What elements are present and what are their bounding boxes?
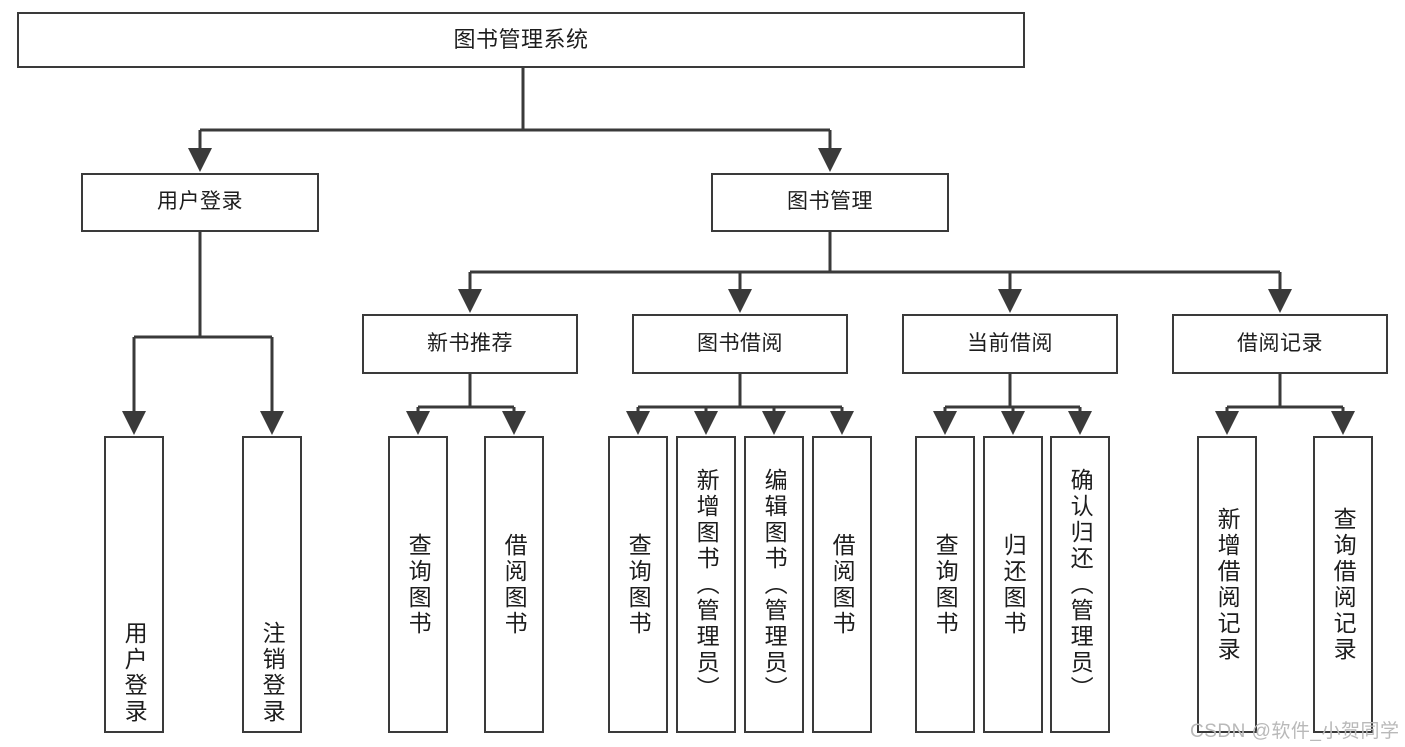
leaf-borrow-book-1-label: 借阅图书: [501, 532, 528, 637]
leaf-add-book-label: 新增图书（管理员）: [693, 467, 720, 702]
node-current-borrow[interactable]: 当前借阅: [902, 314, 1118, 374]
leaf-return-book-label: 归还图书: [1000, 532, 1027, 637]
node-book-borrow[interactable]: 图书借阅: [632, 314, 848, 374]
leaf-query-record[interactable]: 查询借阅记录: [1313, 436, 1373, 733]
node-book-borrow-label: 图书借阅: [697, 331, 783, 355]
node-user-login[interactable]: 用户登录: [81, 173, 319, 232]
leaf-edit-book[interactable]: 编辑图书（管理员）: [744, 436, 804, 733]
leaf-query-book-2-label: 查询图书: [625, 532, 652, 637]
node-user-login-label: 用户登录: [157, 190, 243, 214]
leaf-borrow-book-1[interactable]: 借阅图书: [484, 436, 544, 733]
node-book-manage[interactable]: 图书管理: [711, 173, 949, 232]
leaf-user-login-label: 用户登录: [121, 621, 148, 725]
csdn-watermark: CSDN @软件_小贺同学: [1190, 721, 1400, 742]
leaf-query-record-label: 查询借阅记录: [1330, 506, 1357, 663]
leaf-borrow-book-2[interactable]: 借阅图书: [812, 436, 872, 733]
leaf-user-login[interactable]: 用户登录: [104, 436, 164, 733]
node-new-book-rec[interactable]: 新书推荐: [362, 314, 578, 374]
leaf-query-book-2[interactable]: 查询图书: [608, 436, 668, 733]
node-root[interactable]: 图书管理系统: [17, 12, 1025, 68]
node-borrow-record-label: 借阅记录: [1237, 331, 1323, 355]
leaf-confirm-return[interactable]: 确认归还（管理员）: [1050, 436, 1110, 733]
leaf-borrow-book-2-label: 借阅图书: [829, 532, 856, 637]
leaf-query-book-3-label: 查询图书: [932, 532, 959, 637]
leaf-confirm-return-label: 确认归还（管理员）: [1067, 467, 1094, 702]
leaf-add-book[interactable]: 新增图书（管理员）: [676, 436, 736, 733]
leaf-add-record[interactable]: 新增借阅记录: [1197, 436, 1257, 733]
leaf-query-book-1-label: 查询图书: [405, 532, 432, 637]
node-borrow-record[interactable]: 借阅记录: [1172, 314, 1388, 374]
node-book-manage-label: 图书管理: [787, 190, 873, 214]
node-current-borrow-label: 当前借阅: [967, 331, 1053, 355]
leaf-query-book-1[interactable]: 查询图书: [388, 436, 448, 733]
leaf-return-book[interactable]: 归还图书: [983, 436, 1043, 733]
leaf-logout-label: 注销登录: [259, 621, 286, 725]
leaf-add-record-label: 新增借阅记录: [1214, 506, 1241, 663]
leaf-logout[interactable]: 注销登录: [242, 436, 302, 733]
node-new-book-rec-label: 新书推荐: [427, 331, 513, 355]
leaf-edit-book-label: 编辑图书（管理员）: [761, 467, 788, 702]
node-root-label: 图书管理系统: [453, 27, 589, 53]
leaf-query-book-3[interactable]: 查询图书: [915, 436, 975, 733]
